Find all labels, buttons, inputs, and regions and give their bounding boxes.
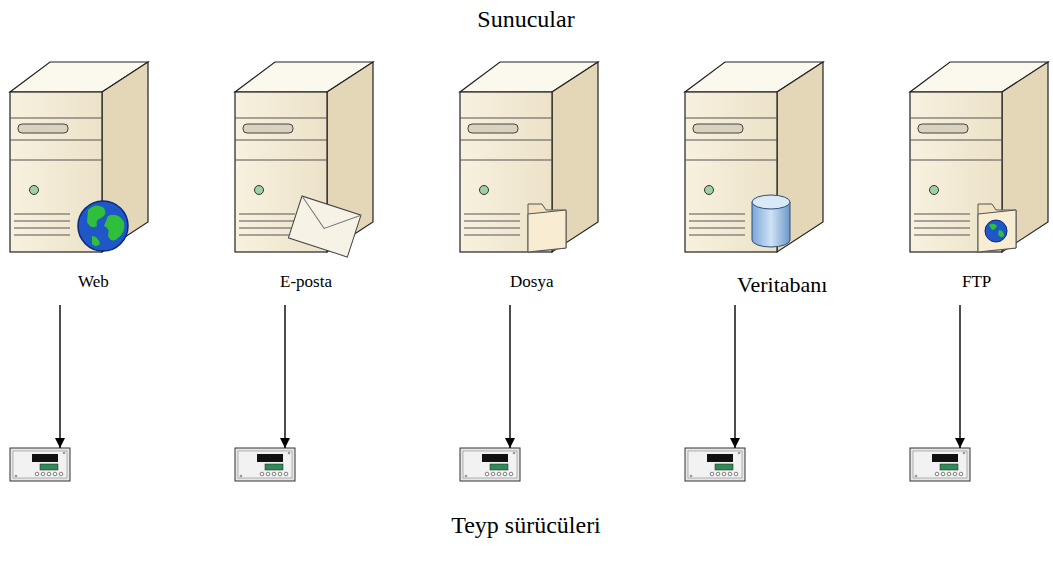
tape-drive-node bbox=[685, 448, 745, 481]
backup-arrow bbox=[959, 305, 960, 448]
server-label: Dosya bbox=[510, 272, 553, 292]
server-label: Web bbox=[78, 272, 109, 292]
group-heading: Sunucular bbox=[477, 6, 574, 34]
server-node: Web bbox=[10, 60, 150, 305]
backup-arrow bbox=[509, 305, 510, 448]
server-node: FTP bbox=[910, 60, 1050, 305]
tape-drive-node bbox=[910, 448, 970, 481]
envelope-emblem bbox=[288, 196, 361, 257]
tape-drive-node bbox=[10, 448, 70, 481]
server-node: Dosya bbox=[460, 60, 600, 305]
backup-arrow bbox=[734, 305, 735, 448]
server-label: FTP bbox=[962, 272, 991, 292]
server-label: E-posta bbox=[280, 272, 332, 292]
server-node: Veritabanı bbox=[685, 60, 825, 305]
backup-arrow bbox=[284, 305, 285, 448]
globe-emblem bbox=[78, 201, 128, 251]
folder-emblem bbox=[528, 204, 566, 252]
tape-drive-node bbox=[235, 448, 295, 481]
server-label: Veritabanı bbox=[737, 272, 827, 297]
tape-drive-node bbox=[460, 448, 520, 481]
ftp-folder-emblem bbox=[978, 204, 1016, 252]
backup-arrow bbox=[59, 305, 60, 448]
server-node: E-posta bbox=[235, 60, 375, 305]
database-emblem bbox=[752, 195, 790, 247]
group-heading: Teyp sürücüleri bbox=[451, 512, 601, 540]
